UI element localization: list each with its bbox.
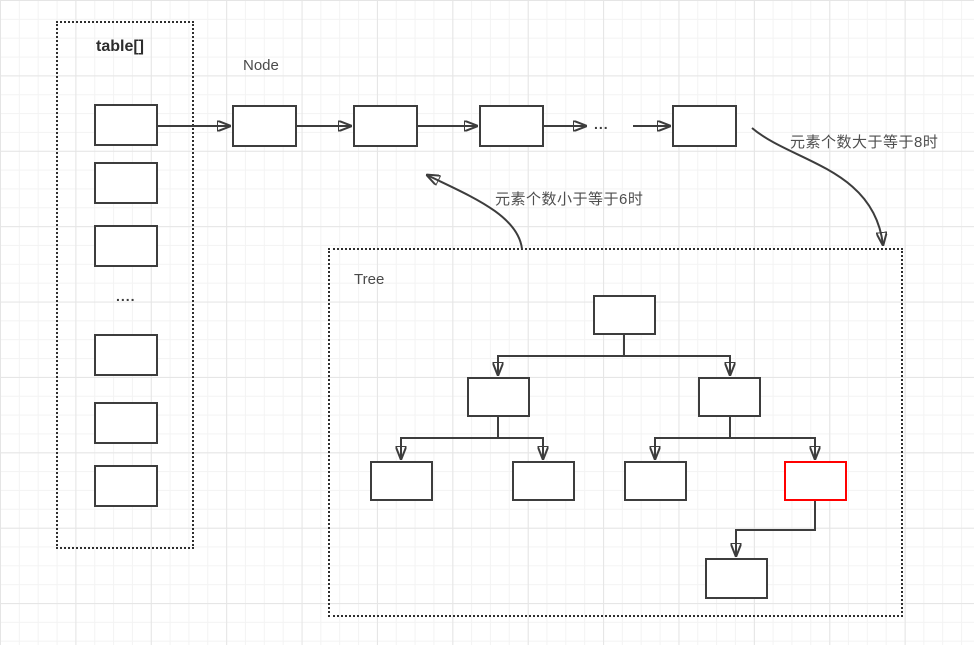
tree-right-child (698, 377, 761, 417)
node-label: Node (243, 57, 279, 74)
table-cell-1 (94, 104, 158, 146)
table-cell-2 (94, 162, 158, 204)
tree-bottom-node (705, 558, 768, 599)
table-cell-3 (94, 225, 158, 267)
list-node-2 (353, 105, 418, 147)
tree-leaf-left-left (370, 461, 433, 501)
treeify-annotation: 元素个数大于等于8时 (790, 134, 939, 151)
table-cell-5 (94, 402, 158, 444)
list-ellipsis: ... (594, 116, 609, 132)
tree-leaf-right-left (624, 461, 687, 501)
table-array-container (56, 21, 194, 549)
tree-leaf-left-right (512, 461, 575, 501)
list-node-3 (479, 105, 544, 147)
tree-label: Tree (354, 271, 385, 288)
tree-left-child (467, 377, 530, 417)
tree-root-node (593, 295, 656, 335)
tree-highlighted-node (784, 461, 847, 501)
tree-container (328, 248, 903, 617)
untreeify-annotation: 元素个数小于等于6时 (495, 191, 644, 208)
table-cell-4 (94, 334, 158, 376)
curve-tree-to-list (427, 175, 523, 250)
table-cell-6 (94, 465, 158, 507)
list-node-4 (672, 105, 737, 147)
table-ellipsis: .... (116, 288, 136, 304)
list-node-1 (232, 105, 297, 147)
table-label: table[] (96, 38, 144, 55)
